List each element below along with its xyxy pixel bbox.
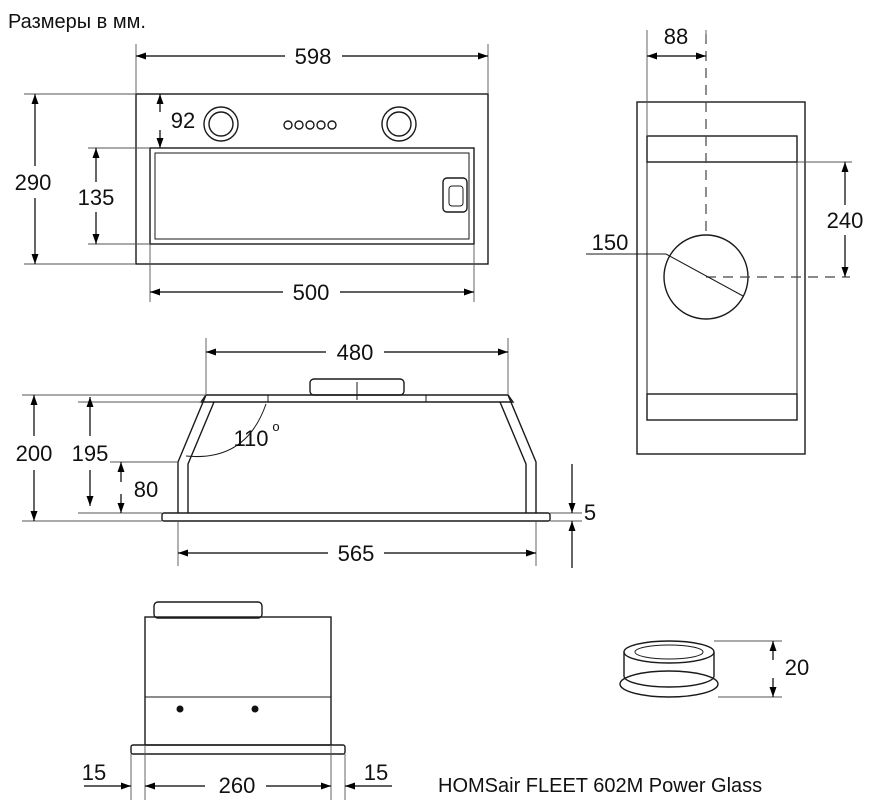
mount-hole-icon [176, 705, 184, 713]
lower-height-label: 80 [134, 477, 158, 502]
units-note: Размеры в мм. [8, 11, 146, 33]
left-knob-icon [203, 106, 239, 142]
top-offset-label: 92 [171, 108, 195, 133]
section-view: 480 110 o 200 195 80 565 5 [16, 338, 596, 568]
side-top-panel [646, 135, 798, 163]
adapter-top-rim [623, 640, 715, 664]
rear-body-outline [144, 616, 332, 746]
mount-hole-icon [251, 705, 259, 713]
side-body-outline [636, 101, 806, 455]
panel-height-label: 135 [78, 185, 115, 210]
product-name: HOMSair FLEET 602M Power Glass [438, 775, 762, 797]
front-view: 598 290 92 135 500 [15, 44, 489, 305]
front-width-label: 598 [295, 44, 332, 69]
body-height-label: 195 [72, 441, 109, 466]
flange-thickness-label: 5 [584, 500, 596, 525]
base-width-label: 565 [338, 541, 375, 566]
filter-handle-inner [448, 185, 464, 207]
control-buttons [283, 120, 337, 130]
top-width-label: 480 [337, 340, 374, 365]
front-height-label: 290 [15, 170, 52, 195]
right-knob-inner [386, 111, 412, 137]
side-bottom-panel [646, 393, 798, 421]
adapter-ring: 20 [619, 640, 809, 698]
side-view: 88 150 240 [586, 24, 864, 455]
front-body-outline [135, 93, 489, 265]
angle-label: 110 [233, 426, 268, 451]
duct-diameter-label: 150 [592, 230, 629, 255]
overall-height-label: 200 [16, 441, 53, 466]
filter-handle-icon [442, 177, 468, 213]
base-flange [161, 512, 551, 522]
rear-left-margin-label: 15 [82, 760, 106, 785]
inner-width-label: 500 [293, 280, 330, 305]
depth-offset-label: 88 [664, 24, 688, 49]
angle-degree-mark: o [272, 419, 279, 434]
duct-center-label: 240 [827, 208, 864, 233]
left-knob-inner [208, 111, 234, 137]
front-filter-panel-outer [149, 147, 475, 245]
rear-width-label: 260 [219, 773, 256, 798]
rear-motor-cap [153, 601, 263, 619]
front-filter-panel-inner [154, 152, 470, 240]
rear-view: 15 260 15 [82, 601, 392, 800]
rear-right-margin-label: 15 [364, 760, 388, 785]
adapter-height-label: 20 [785, 655, 809, 680]
rear-base-flange [130, 744, 346, 755]
right-knob-icon [381, 106, 417, 142]
